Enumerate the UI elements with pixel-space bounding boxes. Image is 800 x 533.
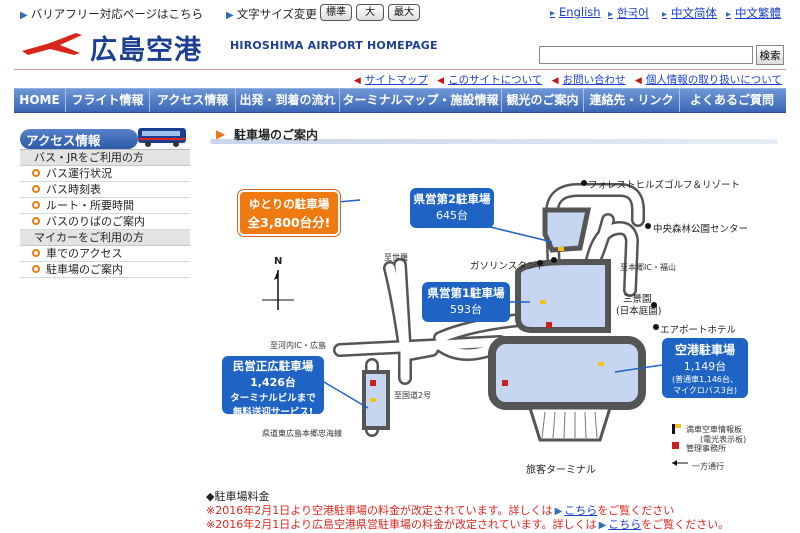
- main-nav: HOME フライト情報 アクセス情報 出発・到着の流れ ターミナルマップ・施設情…: [14, 88, 786, 113]
- location-dots: [537, 180, 659, 330]
- sidebar-item-bus-stops[interactable]: バスのりばのご案内: [20, 214, 190, 230]
- sidebar-item-bus-status[interactable]: バス運行状況: [20, 166, 190, 182]
- lang-english-link[interactable]: ▸English: [550, 5, 601, 19]
- label-to-hongo: 至本郷IC・福山: [620, 263, 676, 272]
- nav-home[interactable]: HOME: [14, 89, 66, 112]
- fee-note-prefectural: ※2016年2月1日より広島空港県営駐車場の料金が改定されています。詳しくは▶こ…: [206, 518, 730, 531]
- label-sankei-en-sub: (日本庭園): [616, 306, 662, 317]
- legend-office: 管理事務所: [686, 444, 726, 453]
- sidebar-item-bus-timetable[interactable]: バス時刻表: [20, 182, 190, 198]
- label-terminal: 旅客ターミナル: [526, 465, 596, 476]
- nav-faq[interactable]: よくあるご質問: [689, 93, 774, 107]
- north-arrow-icon: [262, 270, 294, 310]
- font-size-large-button[interactable]: 大: [356, 4, 384, 21]
- bullet-icon: [32, 185, 40, 193]
- logo-mark-icon: ◀: [551, 76, 559, 86]
- info-boards: [370, 247, 604, 402]
- airport-fee-link[interactable]: こちら: [564, 504, 598, 517]
- logo-mark-icon: ◀: [353, 76, 361, 86]
- bullet-icon: [32, 217, 40, 225]
- nav-contact-links[interactable]: 連絡先・リンク: [584, 89, 680, 112]
- lang-chinese-simplified-link[interactable]: ▸中文简体: [662, 6, 718, 20]
- lot-prefectural-1: [515, 259, 611, 333]
- north-label: N: [274, 256, 283, 267]
- nav-terminal-map[interactable]: ターミナルマップ・施設情報: [340, 89, 502, 112]
- logo-mark-icon: ◀: [437, 76, 445, 86]
- sidebar-header: アクセス情報: [20, 125, 190, 149]
- sidebar-title: アクセス情報: [26, 133, 101, 148]
- font-size-max-button[interactable]: 最大: [388, 4, 420, 21]
- terminal-building: [527, 406, 613, 442]
- site-title[interactable]: 広島空港: [90, 35, 202, 66]
- triangle-right-icon: ▶: [216, 127, 226, 141]
- triangle-right-icon: ▶: [20, 10, 28, 21]
- label-to-kochi: 至河内IC・広島: [270, 341, 326, 350]
- callout-private-lot: 民営正広駐車場 1,426台 ターミナルビルまで 無料送迎サービス!: [222, 356, 324, 418]
- lang-chinese-traditional-link[interactable]: ▸中文繁體: [726, 6, 782, 20]
- legend-info-board-sub: (電光表示板): [700, 435, 747, 444]
- top-utility-bar: ▶バリアフリー対応ページはこちら ▶文字サイズ変更 標準 大 最大 ▸Engli…: [0, 0, 800, 28]
- label-central-park: 中央森林公園センター: [653, 224, 749, 235]
- heading-underline: [210, 139, 778, 144]
- nav-sightseeing[interactable]: 観光のご案内: [502, 89, 584, 112]
- sidebar-item-route-time[interactable]: ルート・所要時間: [20, 198, 190, 214]
- bullet-icon: [32, 265, 40, 273]
- sidebar-category-car: マイカーをご利用の方: [20, 230, 190, 246]
- label-to-sera: 至世羅: [384, 253, 408, 262]
- lot-airport: [488, 336, 646, 410]
- legend-oneway: 一方通行: [692, 462, 724, 471]
- triangle-right-icon: ▶: [554, 506, 563, 517]
- sidebar-menu: バス・JRをご利用の方 バス運行状況 バス時刻表 ルート・所要時間 バスのりばの…: [20, 149, 190, 278]
- content-heading: ▶ 駐車場のご案内: [204, 125, 780, 144]
- label-airport-hotel: エアポートホテル: [660, 325, 737, 336]
- font-size-label: ▶文字サイズ変更: [226, 7, 317, 21]
- site-subtitle: HIROSHIMA AIRPORT HOMEPAGE: [230, 39, 438, 52]
- page-title: 駐車場のご案内: [234, 128, 319, 142]
- utility-links: ◀サイトマップ ◀このサイトについて ◀お問い合わせ ◀個人情報の取り扱いについ…: [348, 72, 782, 87]
- sitemap-link[interactable]: サイトマップ: [364, 74, 428, 86]
- barrier-free-link[interactable]: ▶バリアフリー対応ページはこちら: [20, 7, 203, 21]
- bullet-icon: [32, 169, 40, 177]
- lang-korean-link[interactable]: ▸한국어: [608, 6, 649, 20]
- triangle-right-icon: ▶: [598, 520, 607, 531]
- fee-title: ◆駐車場料金: [206, 490, 270, 503]
- logo-mark-icon: ◀: [634, 76, 642, 86]
- label-to-route2: 至国道2号: [394, 391, 432, 400]
- header-divider: [14, 69, 786, 70]
- contact-link[interactable]: お問い合わせ: [562, 74, 626, 86]
- triangle-right-icon: ▶: [226, 10, 234, 21]
- font-size-standard-button[interactable]: 標準: [320, 4, 352, 21]
- sidebar-category-bus: バス・JRをご利用の方: [20, 150, 190, 166]
- callout-airport-lot: 空港駐車場 1,149台 (普通車1,146台、 マイクロバス3台): [662, 338, 748, 398]
- lot-prefectural-2: [542, 207, 592, 253]
- nav-departure-arrival[interactable]: 出発・到着の流れ: [236, 89, 340, 112]
- bus-icon: [138, 128, 186, 147]
- sidebar-item-car-access[interactable]: 車でのアクセス: [20, 246, 190, 262]
- search-input[interactable]: [539, 46, 753, 64]
- label-forest-golf: フォレストヒルズゴルフ＆リゾート: [588, 180, 741, 191]
- label-sankei-en: 三景園: [623, 294, 652, 305]
- parking-map: [249, 180, 688, 466]
- callout-prefectural-lot-2: 県営第2駐車場 645台: [410, 188, 494, 228]
- nav-flight-info[interactable]: フライト情報: [66, 89, 150, 112]
- map-legend: [672, 424, 688, 466]
- sidebar-item-parking[interactable]: 駐車場のご案内: [20, 262, 190, 278]
- parking-lots: [362, 207, 646, 430]
- search-button[interactable]: 検索: [756, 45, 784, 65]
- legend-info-board: 満車空車情報板: [686, 425, 742, 434]
- fee-note-airport: ※2016年2月1日より空港駐車場の料金が改定されています。詳しくは▶こちらをご…: [206, 504, 675, 517]
- promo-total-parking: ゆとりの駐車場 全3,800台分!: [237, 189, 341, 237]
- about-site-link[interactable]: このサイトについて: [448, 74, 543, 86]
- callout-prefectural-lot-1: 県営第1駐車場 593台: [422, 282, 510, 322]
- label-prefectural-road: 県道東広島本郷忠海線: [262, 429, 342, 438]
- nav-access-info[interactable]: アクセス情報: [150, 89, 236, 112]
- airport-logo-icon[interactable]: [20, 31, 84, 57]
- label-gas-station: ガソリンスタンド: [470, 261, 546, 272]
- bullet-icon: [32, 201, 40, 209]
- prefectural-fee-link[interactable]: こちら: [608, 518, 642, 531]
- bullet-icon: [32, 249, 40, 257]
- privacy-link[interactable]: 個人情報の取り扱いについて: [645, 74, 782, 86]
